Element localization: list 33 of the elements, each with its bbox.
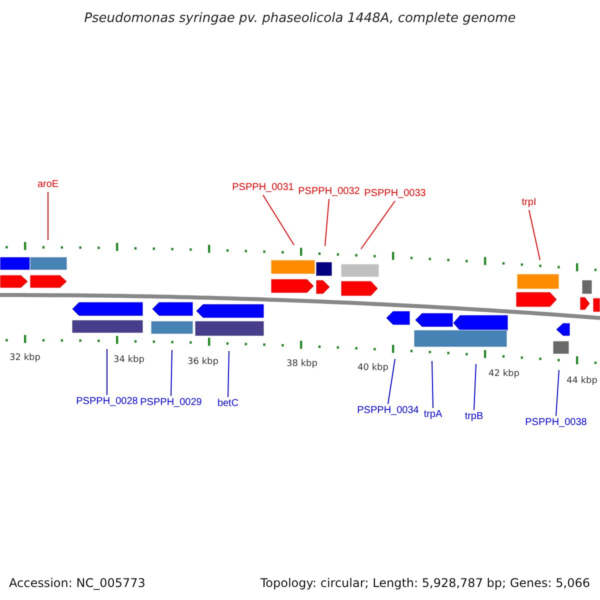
scale-label: 32 kbp — [10, 353, 40, 364]
leader-line — [228, 350, 230, 398]
gene-label: aroE — [37, 178, 59, 192]
gene-label: trpA — [424, 408, 442, 422]
leader-line — [432, 360, 434, 408]
leader-line — [170, 350, 172, 396]
scale-label: 34 kbp — [114, 355, 144, 366]
scale-label: 36 kbp — [188, 357, 218, 368]
scale-label: 42 kbp — [488, 369, 520, 380]
gene-label: PSPPH_0029 — [140, 396, 202, 410]
leader-line — [388, 358, 396, 404]
gene-label: PSPPH_0028 — [76, 395, 138, 409]
gene-label: trpB — [464, 410, 484, 424]
leader-line — [106, 348, 108, 396]
gene-label: PSPPH_0032 — [298, 185, 360, 199]
scale-label: 44 kbp — [566, 376, 598, 387]
genome-info-text: Topology: circular; Length: 5,928,787 bp; Genes: 5,066 — [260, 575, 590, 592]
leader-line — [474, 364, 476, 410]
gene-label: PSPPH_0038 — [525, 416, 587, 430]
leader-line — [324, 198, 330, 246]
leader-line — [556, 370, 560, 416]
gene-label: PSPPH_0033 — [364, 187, 426, 201]
title: Pseudomonas syringae pv. phaseolicola 1448A, complete genome — [83, 10, 517, 28]
gene-label: PSPPH_0034 — [357, 404, 419, 418]
gene-label: PSPPH_0031 — [232, 181, 294, 195]
accession-text: Accession: NC_005773 — [9, 575, 146, 592]
leader-line — [360, 200, 396, 250]
scale-label: 40 kbp — [358, 363, 388, 374]
leader-line — [262, 194, 294, 246]
leader-line — [528, 210, 540, 260]
scale-label: 38 kbp — [286, 359, 318, 370]
gene-label: betC — [217, 397, 239, 411]
gene-label: trpI — [522, 196, 536, 210]
